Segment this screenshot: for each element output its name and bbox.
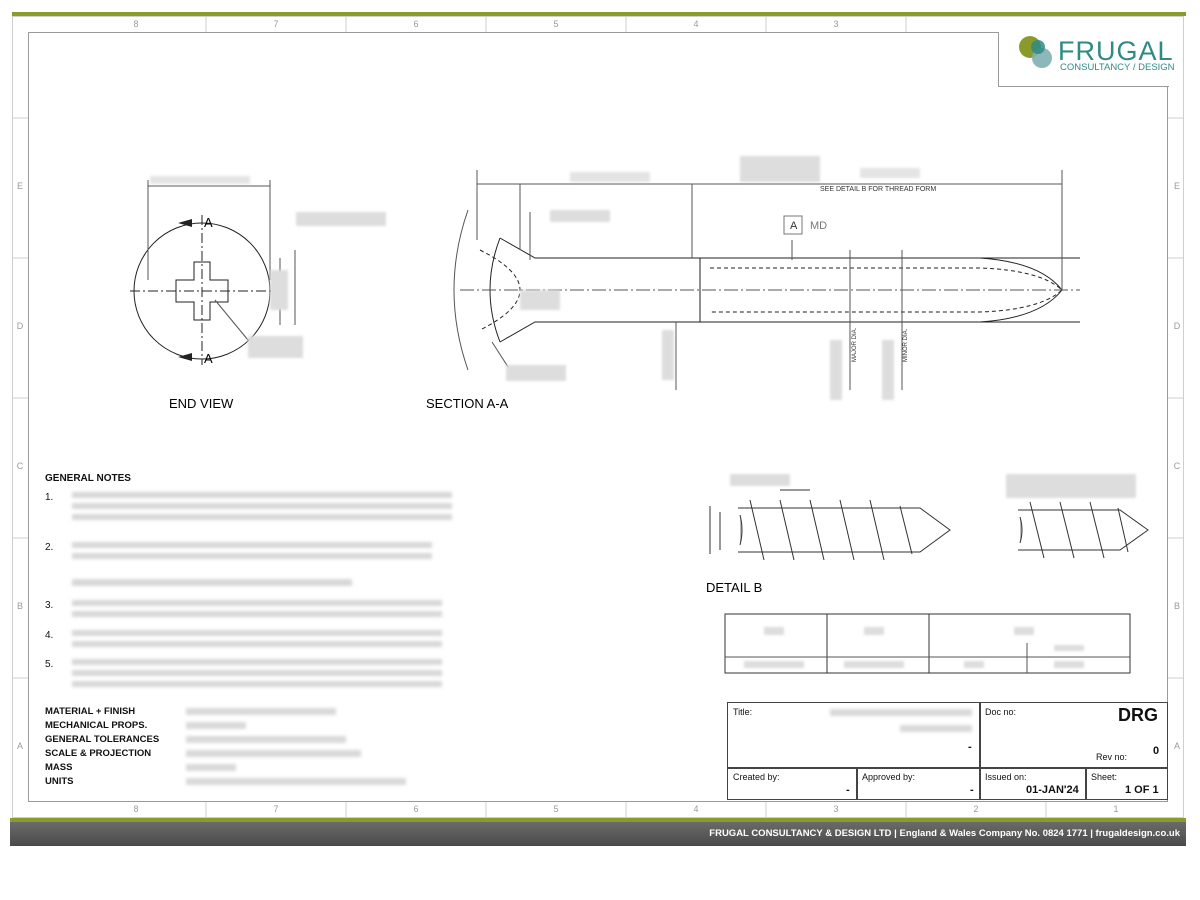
note-number-1: 1. [45, 492, 54, 503]
zone-row-e-left: E [16, 181, 23, 191]
spec-value-tolerances [186, 736, 346, 743]
spec-label-mass: MASS [45, 762, 73, 773]
zone-row-a-left: A [16, 741, 23, 751]
rev-value: 0 [1153, 745, 1160, 757]
end-view-label: END VIEW [169, 396, 234, 411]
title-label: Title: [733, 707, 753, 717]
note-number-2: 2. [45, 542, 54, 553]
created-cell [727, 768, 857, 800]
logo-mark-icon [1019, 36, 1052, 68]
title-text-blurred [830, 709, 972, 716]
zone-col-8-bottom: 8 [133, 804, 139, 814]
zone-col-6-top: 6 [413, 19, 419, 29]
zone-col-4-bottom: 4 [693, 804, 699, 814]
top-accent-bar [12, 12, 1186, 16]
zone-col-3-bottom: 3 [833, 804, 839, 814]
datum-suffix: MD [810, 220, 828, 232]
spec-label-mechanical: MECHANICAL PROPS. [45, 720, 148, 731]
spec-value-units [186, 778, 406, 785]
zone-col-1-bottom: 1 [1113, 804, 1119, 814]
approved-cell [857, 768, 980, 800]
issued-cell [980, 768, 1086, 800]
doc-label: Doc no: [985, 707, 1017, 717]
zone-col-2-bottom: 2 [973, 804, 979, 814]
doc-cell [980, 702, 1168, 768]
detail-b-label: DETAIL B [706, 580, 763, 595]
zone-col-7-top: 7 [273, 19, 279, 29]
note-text-4 [72, 630, 442, 647]
zone-col-5-top: 5 [553, 19, 559, 29]
zone-col-8-top: 8 [133, 19, 139, 29]
section-marker-bottom: A [204, 351, 213, 366]
issued-value: 01-JAN'24 [1026, 784, 1079, 796]
zone-col-4-top: 4 [693, 19, 699, 29]
datum-a-label: A [790, 220, 798, 232]
note-text-3 [72, 600, 442, 617]
approved-label: Approved by: [862, 772, 916, 782]
zone-row-e-right: E [1173, 181, 1180, 191]
zone-row-b-left: B [16, 601, 23, 611]
note-number-3: 3. [45, 600, 54, 611]
footer-bar [10, 822, 1186, 846]
section-view-drawing [453, 156, 1080, 400]
spec-value-mechanical [186, 722, 246, 729]
note-number-5: 5. [45, 659, 54, 670]
note-number-4: 4. [45, 630, 54, 641]
doc-value: DRG [1118, 705, 1158, 725]
note-text-5 [72, 659, 442, 687]
logo-wordmark: FRUGAL [1058, 36, 1174, 66]
zone-row-d-left: D [16, 321, 24, 331]
note-text-1 [72, 492, 452, 525]
approved-value: - [970, 784, 974, 796]
section-marker-top: A [204, 215, 213, 230]
drawing-frame [28, 32, 1168, 802]
zone-col-3-top: 3 [833, 19, 839, 29]
spec-value-scale [186, 750, 361, 757]
spec-label-material: MATERIAL + FINISH [45, 706, 136, 717]
sheet-value: 1 OF 1 [1125, 784, 1159, 796]
zone-row-c-left: C [16, 461, 24, 471]
footer-company-text: FRUGAL CONSULTANCY & DESIGN LTD | Englan… [709, 828, 1180, 839]
zone-row-c-right: C [1173, 461, 1181, 471]
title-text-blurred-2 [900, 725, 972, 732]
zone-row-d-right: D [1173, 321, 1181, 331]
zone-col-6-bottom: 6 [413, 804, 419, 814]
end-view-drawing [130, 176, 386, 365]
spec-label-units: UNITS [45, 776, 74, 787]
spec-value-material [186, 708, 336, 715]
zone-col-5-bottom: 5 [553, 804, 559, 814]
section-view-label: SECTION A-A [426, 396, 509, 411]
title-cell [727, 702, 980, 768]
sheet-label: Sheet: [1091, 772, 1118, 782]
issued-label: Issued on: [985, 772, 1027, 782]
logo-subtitle: CONSULTANCY / DESIGN [1060, 62, 1175, 73]
minor-dia-label: MINOR DIA. [903, 328, 909, 362]
spec-label-tolerances: GENERAL TOLERANCES [45, 734, 160, 745]
note-text-2 [72, 542, 432, 564]
note-text-2b [72, 579, 352, 586]
thread-note: SEE DETAIL B FOR THREAD FORM [820, 186, 937, 193]
thread-spec-table [724, 613, 1131, 674]
zone-row-a-right: A [1173, 741, 1180, 751]
created-value: - [846, 784, 850, 796]
zone-col-7-bottom: 7 [273, 804, 279, 814]
detail-b-drawing [709, 474, 1149, 561]
spec-value-mass [186, 764, 236, 771]
general-notes-heading: GENERAL NOTES [45, 473, 131, 484]
major-dia-label: MAJOR DIA. [852, 327, 858, 362]
rev-label: Rev no: [1096, 752, 1128, 762]
sheet-cell [1086, 768, 1168, 800]
zone-row-b-right: B [1173, 601, 1180, 611]
created-label: Created by: [733, 772, 780, 782]
footer-accent-bar [10, 818, 1186, 822]
title-value: - [968, 741, 972, 753]
spec-label-scale: SCALE & PROJECTION [45, 748, 152, 759]
